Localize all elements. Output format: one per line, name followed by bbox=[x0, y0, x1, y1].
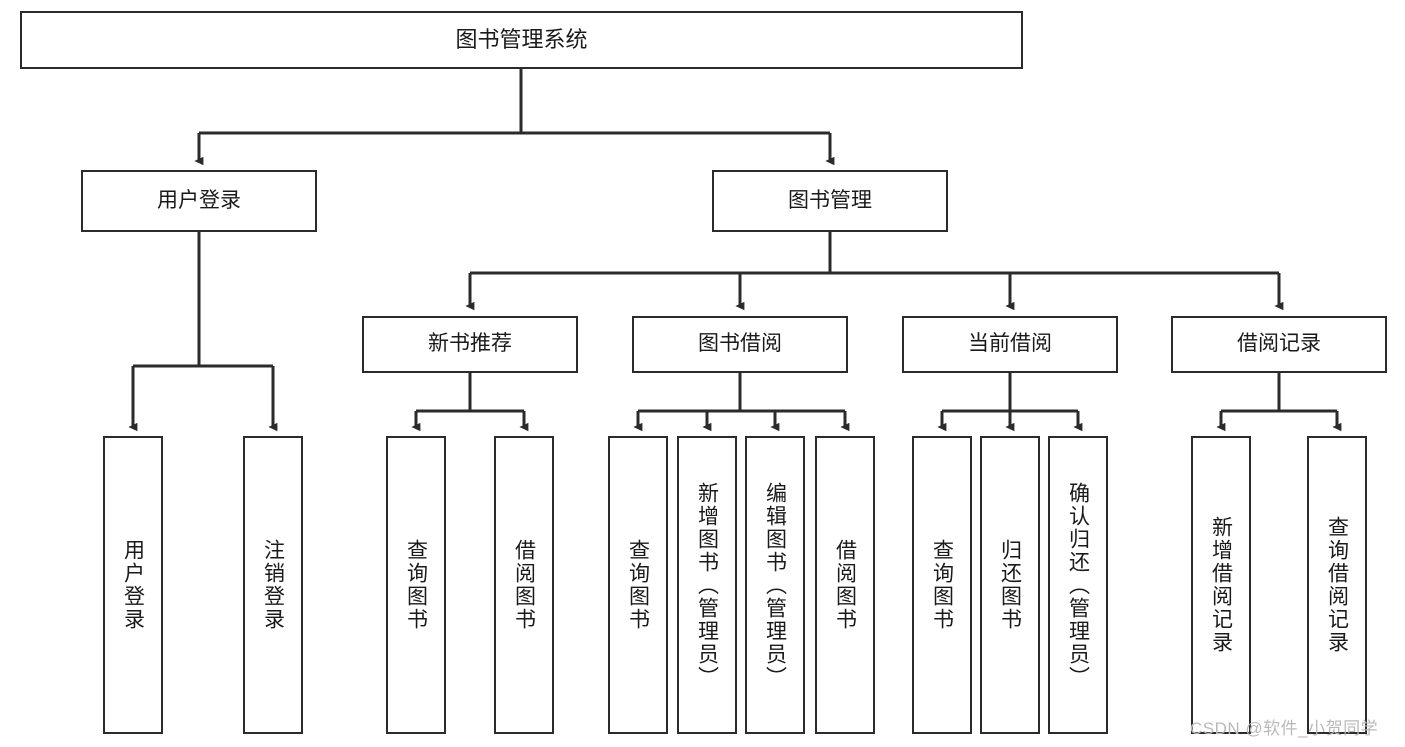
node-leaf-user-logout[interactable]: 注销登录 bbox=[243, 436, 303, 734]
node-label: 借阅图书 bbox=[833, 539, 857, 631]
node-book-borrow[interactable]: 图书借阅 bbox=[632, 316, 848, 373]
node-label: 当前借阅 bbox=[968, 332, 1052, 356]
node-label: 注销登录 bbox=[261, 539, 285, 631]
node-leaf-borrow-book-2[interactable]: 借阅图书 bbox=[815, 436, 875, 734]
node-label: 借阅记录 bbox=[1237, 332, 1321, 356]
node-leaf-confirm-return[interactable]: 确认归还（管理员） bbox=[1048, 436, 1108, 734]
node-borrow-record[interactable]: 借阅记录 bbox=[1171, 316, 1387, 373]
node-label: 编辑图书（管理员） bbox=[763, 481, 787, 689]
node-label: 用户登录 bbox=[157, 188, 241, 212]
node-label: 查询图书 bbox=[626, 539, 650, 631]
node-label: 确认归还（管理员） bbox=[1066, 481, 1090, 689]
node-leaf-query-book-1[interactable]: 查询图书 bbox=[386, 436, 446, 734]
node-label: 新增图书（管理员） bbox=[695, 481, 719, 689]
node-label: 新增借阅记录 bbox=[1209, 516, 1233, 654]
node-label: 查询借阅记录 bbox=[1325, 516, 1349, 654]
node-leaf-borrow-book-1[interactable]: 借阅图书 bbox=[494, 436, 554, 734]
node-label: 新书推荐 bbox=[428, 332, 512, 356]
node-leaf-query-book-3[interactable]: 查询图书 bbox=[912, 436, 972, 734]
node-leaf-query-book-2[interactable]: 查询图书 bbox=[608, 436, 668, 734]
node-leaf-edit-book[interactable]: 编辑图书（管理员） bbox=[745, 436, 805, 734]
node-book-management[interactable]: 图书管理 bbox=[712, 170, 948, 232]
node-user-login[interactable]: 用户登录 bbox=[81, 170, 317, 232]
node-label: 图书管理系统 bbox=[455, 27, 588, 53]
node-label: 借阅图书 bbox=[512, 539, 536, 631]
node-label: 用户登录 bbox=[121, 539, 145, 631]
node-label: 查询图书 bbox=[404, 539, 428, 631]
node-leaf-add-book[interactable]: 新增图书（管理员） bbox=[677, 436, 737, 734]
node-label: 查询图书 bbox=[930, 539, 954, 631]
node-leaf-return-book[interactable]: 归还图书 bbox=[980, 436, 1040, 734]
node-root-图书管理系统[interactable]: 图书管理系统 bbox=[20, 11, 1023, 69]
node-label: 图书借阅 bbox=[698, 332, 782, 356]
node-label: 图书管理 bbox=[788, 188, 872, 212]
node-leaf-add-record[interactable]: 新增借阅记录 bbox=[1191, 436, 1251, 734]
node-leaf-user-login[interactable]: 用户登录 bbox=[103, 436, 163, 734]
node-label: 归还图书 bbox=[998, 539, 1022, 631]
node-current-borrow[interactable]: 当前借阅 bbox=[902, 316, 1118, 373]
node-leaf-query-record[interactable]: 查询借阅记录 bbox=[1307, 436, 1367, 734]
node-new-book-recommend[interactable]: 新书推荐 bbox=[362, 316, 578, 373]
